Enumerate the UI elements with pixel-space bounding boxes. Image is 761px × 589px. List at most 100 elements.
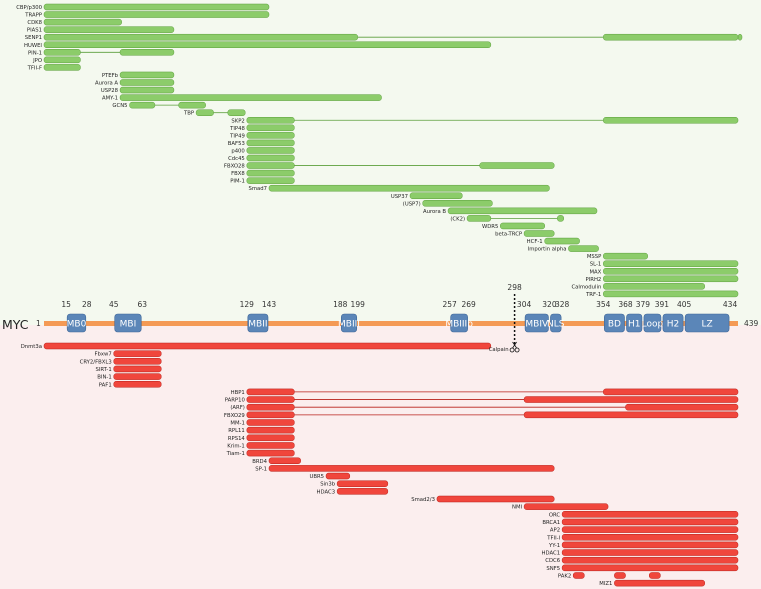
red-interactor-row: BRD4 <box>252 457 301 465</box>
domain-box <box>684 313 730 333</box>
binding-region-bar <box>43 64 81 71</box>
interactor-label: (ARF) <box>230 405 244 411</box>
residue-number: 368 <box>618 300 633 309</box>
interactor-label: FBXO28 <box>224 164 246 170</box>
green-interactor-row: HCF-1 <box>527 237 580 245</box>
binding-region-bar <box>268 465 555 472</box>
binding-region-bar <box>523 411 739 419</box>
interactor-label: SENP1 <box>25 35 42 41</box>
binding-region-bar <box>603 268 739 275</box>
residue-number: 328 <box>555 300 570 309</box>
residue-number: 434 <box>723 300 738 309</box>
binding-region-bar <box>603 290 739 298</box>
binding-region-bar <box>603 33 739 41</box>
red-interactors: Dnmt3aFbxw7CRY2/FBXL3SIRT-1BIN-1PAF1HBP1… <box>21 342 739 587</box>
binding-region-bar <box>246 411 295 419</box>
green-interactor-row: beta-TRCP <box>495 230 555 238</box>
residue-number: 188 <box>333 300 348 309</box>
binding-region-bar <box>43 49 81 56</box>
domain-label: BD <box>608 320 621 330</box>
interactor-label: SNF5 <box>546 566 560 572</box>
red-interactor-row: RPL11 <box>228 426 295 434</box>
interactor-label: CDC6 <box>545 558 560 564</box>
green-interactor-row: FBX8 <box>231 169 295 177</box>
residue-number: 28 <box>82 300 92 309</box>
binding-region-bar <box>649 572 661 579</box>
green-interactor-row: PIN-1 <box>28 49 175 56</box>
residue-number: 199 <box>351 300 366 309</box>
red-interactor-row: PARP10 <box>225 396 739 404</box>
interactor-label: Importin alpha <box>528 247 567 253</box>
interactor-label: BRCA1 <box>542 520 560 526</box>
red-interactor-row: SNF5 <box>546 564 739 572</box>
green-interactor-row: PIAS1 <box>27 26 175 34</box>
interactor-label: Cdc45 <box>228 156 245 162</box>
interactor-label: PARP10 <box>225 398 246 404</box>
red-interactor-row: SP-1 <box>255 465 555 472</box>
red-interactor-row: MIZ1 <box>599 579 705 587</box>
binding-region-bar <box>246 396 295 403</box>
binding-region-bar <box>246 442 295 449</box>
interactor-label: Smad2/3 <box>411 497 435 503</box>
interactor-label: CDK8 <box>27 20 42 26</box>
domain-label: MBIII <box>338 320 360 330</box>
green-interactor-row: TIP49 <box>229 132 295 139</box>
binding-region-bar <box>561 564 739 572</box>
interactor-label: Aurora B <box>423 209 446 215</box>
binding-region-bar <box>43 26 175 33</box>
red-interactor-row: PAF1 <box>99 381 162 388</box>
interactor-label: CRY2/FBXL3 <box>80 359 112 365</box>
binding-region-bar <box>523 396 739 403</box>
green-interactor-row: MSSP <box>587 252 648 260</box>
binding-region-bar <box>603 117 739 124</box>
red-interactor-row: NMI <box>512 503 609 511</box>
binding-region-bar <box>119 86 175 94</box>
interactor-label: FBXO29 <box>224 413 245 419</box>
binding-region-bar <box>561 534 739 541</box>
binding-region-bar <box>625 403 739 411</box>
interactor-label: (CK2) <box>450 216 465 222</box>
domain-label: H1 <box>628 320 641 330</box>
binding-region-bar <box>227 109 246 116</box>
domain-box <box>550 313 562 333</box>
protein-backbone <box>44 321 738 326</box>
green-interactor-row: AMY-1 <box>102 94 382 102</box>
interactor-label: beta-TRCP <box>495 232 523 238</box>
green-interactor-row: WDR5 <box>482 222 545 230</box>
binding-region-bar <box>479 162 555 169</box>
residue-number: 129 <box>240 300 255 309</box>
interactor-label: TFII-F <box>27 65 42 71</box>
red-interactor-row: RPS14 <box>228 434 295 442</box>
red-interactor-row: BRCA1 <box>542 518 739 526</box>
residue-number: 320 <box>542 300 557 309</box>
interactor-label: RPL11 <box>228 428 245 434</box>
binding-region-bar <box>246 132 295 139</box>
interactor-label: AP2 <box>550 528 560 534</box>
binding-region-bar <box>436 495 555 503</box>
green-interactor-row: Importin alpha <box>528 245 599 253</box>
binding-region-bar <box>557 215 564 222</box>
binding-region-bar <box>43 11 270 18</box>
green-interactor-row: TFII-F <box>27 64 81 71</box>
binding-region-bar <box>178 101 206 109</box>
calpain-site-number: 298 <box>507 283 522 292</box>
binding-region-bar <box>246 177 295 184</box>
red-interactor-row: Smad2/3 <box>411 495 555 503</box>
binding-region-bar <box>561 511 739 518</box>
interactor-label: HDAC3 <box>317 489 336 495</box>
interactor-label: FBX8 <box>231 171 245 177</box>
binding-region-bar <box>43 18 122 26</box>
red-interactor-row: Sin3b <box>320 480 389 488</box>
interactor-label: AMY-1 <box>102 96 118 102</box>
interactor-label: MIZ1 <box>599 581 612 587</box>
binding-region-bar <box>113 350 162 357</box>
binding-region-bar <box>246 147 295 154</box>
residue-number: 391 <box>655 300 670 309</box>
binding-region-bar <box>561 556 739 564</box>
residue-number: 379 <box>636 300 651 309</box>
binding-region-bar <box>119 49 175 56</box>
domain-label: MB0 <box>67 320 87 330</box>
interactor-label: Aurora A <box>95 81 118 87</box>
binding-region-bar <box>447 207 598 215</box>
